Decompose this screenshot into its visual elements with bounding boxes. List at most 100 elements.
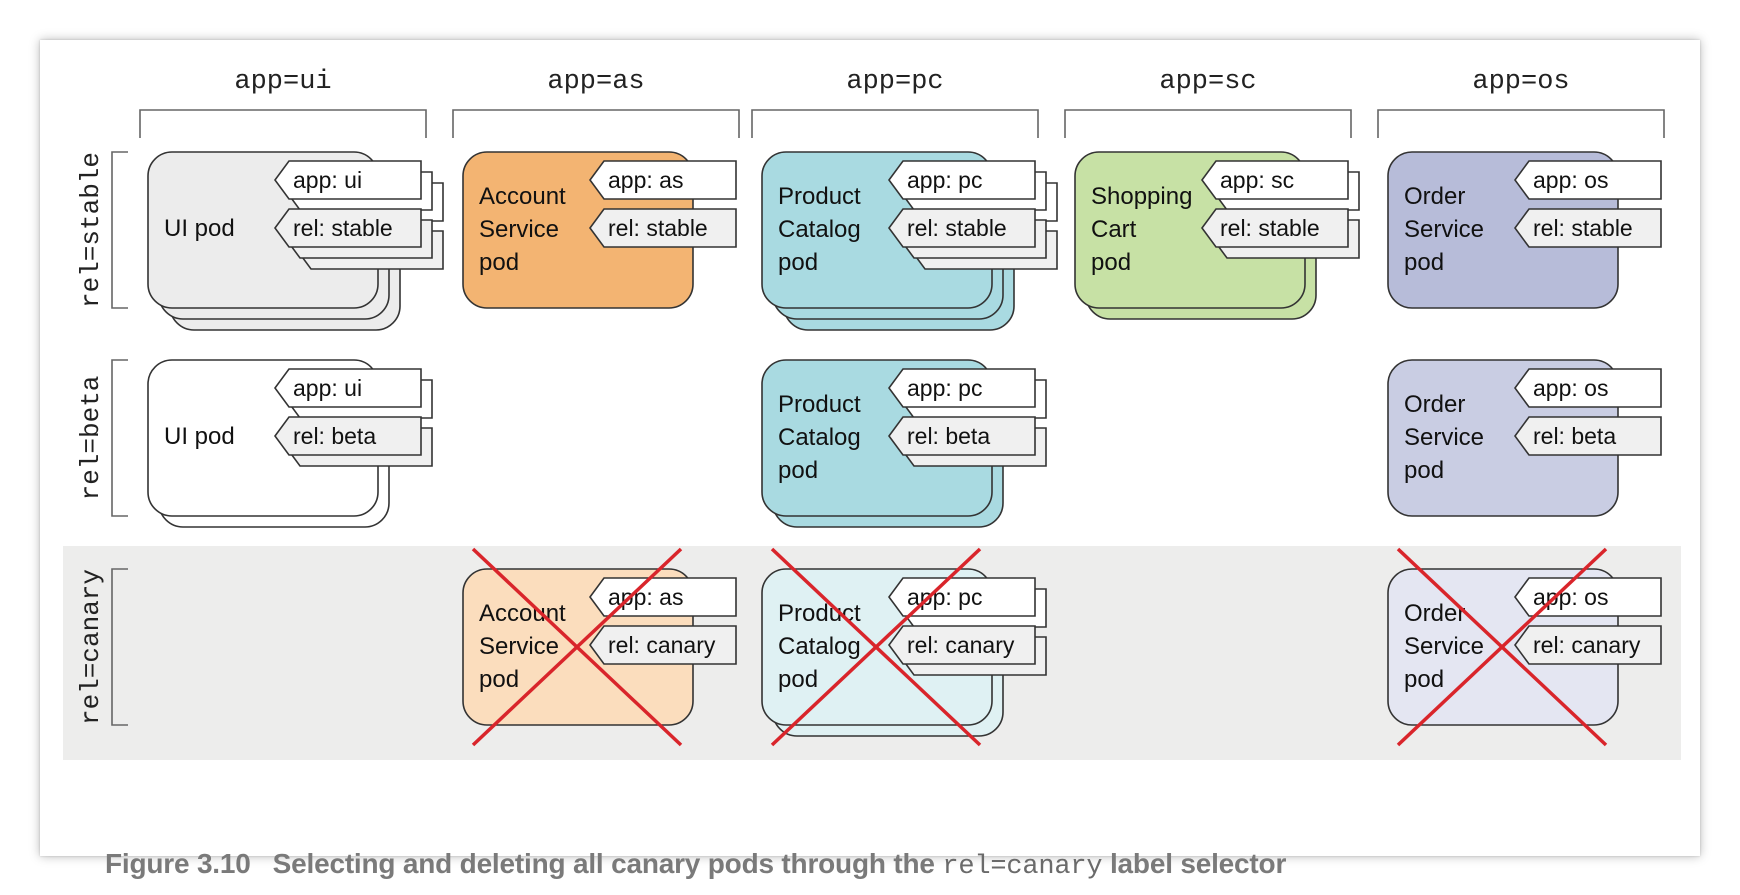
label-tag bbox=[589, 208, 737, 248]
caption-text-before: Selecting and deleting all canary pods t… bbox=[272, 848, 935, 879]
rel-label-text: rel: beta bbox=[293, 423, 376, 449]
pod-name-line: Service bbox=[1404, 633, 1484, 660]
rel-label-text: rel: beta bbox=[1533, 423, 1616, 449]
pod-name-line: Service bbox=[1404, 424, 1484, 451]
row-header-stable: rel=stable bbox=[76, 152, 106, 308]
pod-name-line: pod bbox=[479, 666, 519, 693]
label-tag bbox=[888, 208, 1036, 248]
label-tag bbox=[589, 577, 737, 617]
column-header-as: app=as bbox=[547, 67, 644, 97]
label-tag bbox=[1514, 416, 1662, 456]
pod-name-line: Account bbox=[479, 183, 566, 210]
column-bracket-as bbox=[452, 109, 740, 138]
column-header-os: app=os bbox=[1472, 67, 1569, 97]
app-label-text: app: ui bbox=[293, 167, 362, 193]
rel-label-text: rel: stable bbox=[293, 215, 393, 241]
label-tag bbox=[1514, 577, 1662, 617]
label-tag bbox=[274, 160, 422, 200]
pod-name-line: pod bbox=[778, 457, 818, 484]
pod-name-line: Product bbox=[778, 183, 861, 210]
rel-label-text: rel: stable bbox=[907, 215, 1007, 241]
delete-cross-line bbox=[471, 547, 683, 747]
row-header-canary: rel=canary bbox=[76, 569, 106, 725]
pod-name-line: Catalog bbox=[778, 216, 861, 243]
delete-cross-line bbox=[1396, 547, 1608, 747]
caption-text-after: label selector bbox=[1109, 848, 1287, 879]
figure-number: Figure 3.10 bbox=[105, 848, 251, 879]
pod-name-line: Service bbox=[479, 216, 559, 243]
label-tag bbox=[888, 160, 1036, 200]
pod-ui-beta: UI pod app: ui rel: beta bbox=[147, 359, 433, 528]
column-bracket-sc bbox=[1064, 109, 1352, 138]
label-tag bbox=[888, 577, 1036, 617]
pod-name-line: pod bbox=[1091, 249, 1131, 276]
row-bracket-stable bbox=[111, 151, 128, 309]
pod-name-line: Catalog bbox=[778, 424, 861, 451]
label-tag bbox=[274, 368, 422, 408]
label-tag bbox=[888, 625, 1036, 665]
pod-name-line: pod bbox=[778, 249, 818, 276]
rel-label-text: rel: canary bbox=[1533, 632, 1641, 658]
pod-name-line: pod bbox=[1404, 249, 1444, 276]
label-selector-diagram: app=ui app=as app=pc app=sc app=os rel=stable… bbox=[63, 67, 1681, 760]
app-label-text: app: ui bbox=[293, 375, 362, 401]
label-tag bbox=[274, 208, 422, 248]
app-label-text: app: pc bbox=[907, 375, 982, 401]
rel-label-text: rel: stable bbox=[608, 215, 708, 241]
pod-name-line: Product bbox=[778, 600, 861, 627]
column-bracket-ui bbox=[139, 109, 427, 138]
rel-label-text: rel: stable bbox=[1533, 215, 1633, 241]
pod-name-line: Service bbox=[479, 633, 559, 660]
app-label-text: app: as bbox=[608, 167, 683, 193]
pod-name-line: pod bbox=[1404, 457, 1444, 484]
label-tag bbox=[1514, 160, 1662, 200]
row-header-beta: rel=beta bbox=[76, 376, 106, 501]
app-label-text: app: os bbox=[1533, 375, 1608, 401]
label-tag bbox=[1201, 160, 1349, 200]
pod-name-line: Catalog bbox=[778, 633, 861, 660]
column-bracket-os bbox=[1377, 109, 1665, 138]
pod-name-line: Order bbox=[1404, 183, 1465, 210]
app-label-text: app: sc bbox=[1220, 167, 1294, 193]
app-label-text: app: pc bbox=[907, 167, 982, 193]
label-tag bbox=[1201, 208, 1349, 248]
pod-name-line: pod bbox=[778, 666, 818, 693]
pod-name-line: Cart bbox=[1091, 216, 1137, 243]
column-header-pc: app=pc bbox=[846, 67, 943, 97]
pod-name-line: Order bbox=[1404, 391, 1465, 418]
row-bracket-beta bbox=[111, 359, 128, 517]
rel-label-text: rel: stable bbox=[1220, 215, 1320, 241]
rel-label-text: rel: canary bbox=[907, 632, 1015, 658]
pod-name-line: Product bbox=[778, 391, 861, 418]
column-header-sc: app=sc bbox=[1159, 67, 1256, 97]
label-tag bbox=[589, 160, 737, 200]
app-label-text: app: os bbox=[1533, 167, 1608, 193]
label-tag bbox=[274, 416, 422, 456]
delete-cross-line bbox=[770, 547, 982, 747]
label-tag bbox=[888, 416, 1036, 456]
column-header-ui: app=ui bbox=[234, 67, 331, 97]
label-tag bbox=[589, 625, 737, 665]
label-tag bbox=[1514, 368, 1662, 408]
pod-name: UI pod bbox=[164, 215, 235, 242]
pod-name-line: pod bbox=[479, 249, 519, 276]
pod-name: UI pod bbox=[164, 423, 235, 450]
figure-card: app=ui app=as app=pc app=sc app=os rel=stable… bbox=[40, 40, 1700, 882]
pod-name-line: Service bbox=[1404, 216, 1484, 243]
rel-label-text: rel: canary bbox=[608, 632, 716, 658]
figure-caption: Figure 3.10 Selecting and deleting all ca… bbox=[105, 848, 1286, 882]
label-tag bbox=[1514, 208, 1662, 248]
column-bracket-pc bbox=[751, 109, 1039, 138]
caption-code-selector: rel=canary bbox=[942, 852, 1103, 882]
rel-label-text: rel: beta bbox=[907, 423, 990, 449]
